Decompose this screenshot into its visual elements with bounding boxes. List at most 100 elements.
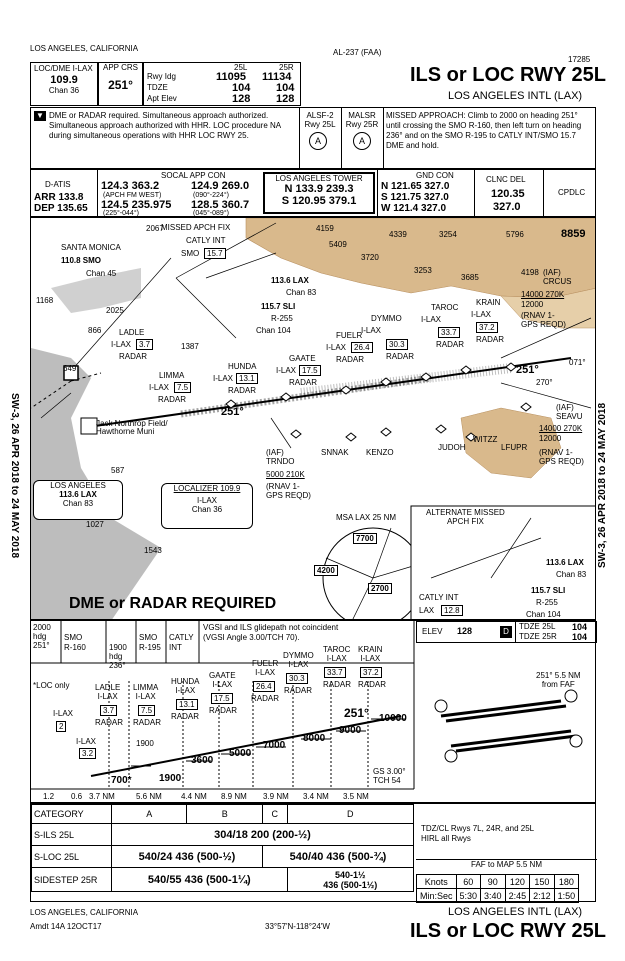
obst-866: 866: [88, 326, 102, 335]
seavu-alt2: 12000: [539, 434, 562, 443]
lax-vor-title: LOS ANGELES: [50, 481, 106, 490]
localizer-id: I-LAX: [196, 496, 217, 505]
min-sloc-label: S-LOC 25L: [31, 845, 112, 868]
prof-krain-radar: RADAR: [358, 680, 387, 689]
socal-freq-4: 128.5 360.7: [191, 199, 250, 211]
iaf-trndo: (IAF) TRNDO: [266, 448, 295, 466]
profile-view: 2000 hdg 251° SMO R-160 1900 hdg 236° SM…: [30, 620, 597, 803]
runway-box: 25L 25R Rwy Idg TDZE Apt Elev 11095 1113…: [143, 62, 301, 106]
fix-judoh: JUDOH: [438, 443, 466, 452]
prof-gaate-dme: 17.5: [211, 693, 233, 704]
fix-witzz: WITZZ: [473, 435, 498, 444]
min-sidestep-d: 540-1½ 436 (500-1½): [286, 867, 415, 892]
min-sloc-cd: 540/40 436 (500-¾): [261, 845, 415, 868]
fix-ladle: LADLE: [119, 328, 145, 337]
smo-chan: Chan 45: [86, 269, 117, 278]
min-h-a: A: [110, 804, 188, 824]
obst-5796: 5796: [506, 230, 524, 239]
obst-3720: 3720: [361, 253, 379, 262]
prof-alt-10000: 10000: [379, 713, 407, 724]
r195-line: [40, 392, 72, 419]
seavu-alt: 14000 270K: [539, 424, 583, 433]
prof-krain: KRAIN I-LAX: [358, 645, 383, 663]
fuelr-ilax: I-LAX: [326, 343, 347, 352]
prof-dymmo-radar: RADAR: [284, 686, 313, 695]
prof-alt-700: 700*: [111, 775, 132, 786]
crcus-rnav: (RNAV 1- GPS REQD): [521, 311, 566, 329]
terrain-shading-3: [460, 407, 562, 479]
prof-limma-radar: RADAR: [133, 718, 162, 727]
prof-limma: LIMMA I-LAX: [133, 683, 159, 701]
spd-m2: 3:40: [480, 888, 506, 903]
prof-ladle-radar: RADAR: [95, 718, 124, 727]
dist-6: 8.9 NM: [221, 792, 247, 801]
dist-2: 0.6: [71, 792, 83, 801]
alt-lax: LAX: [419, 606, 435, 615]
dymmo-dme: 30.3: [386, 339, 408, 350]
socal-sub-3: (090°-224°): [193, 192, 229, 199]
gnd-label: GND CON: [416, 171, 454, 180]
plan-view-graphic: [31, 218, 595, 619]
prof-ladle-dme: 3.7: [100, 705, 118, 716]
socal-freq-1: 124.3 363.2: [101, 180, 160, 192]
tower-box: LOS ANGELES TOWER N 133.9 239.3 S 120.95…: [263, 172, 375, 214]
footer-amdt: Amdt 14A 12OCT17: [30, 922, 102, 931]
smo-r160-line: [70, 257, 172, 372]
taroc-dme: 33.7: [438, 327, 460, 338]
elev-25l: 128: [232, 93, 251, 105]
crcus-alt: 14000 270K: [521, 290, 565, 299]
seavu-track: [500, 382, 592, 409]
min-sils-label: S-ILS 25L: [31, 823, 112, 846]
min-h-c: C: [261, 804, 288, 824]
crs-251-plan: 251°: [516, 364, 539, 376]
prof-ilax: I-LAX: [53, 709, 74, 718]
min-h-d: D: [286, 804, 415, 824]
lax-freq-plan: 113.6 LAX: [271, 276, 309, 285]
crs-270: 270°: [536, 378, 553, 387]
spd-k5: 180: [553, 874, 580, 889]
socal-sub-1: (APCH FM WEST): [103, 192, 162, 199]
msa-label: MSA LAX 25 NM: [336, 513, 397, 522]
obst-1543: 1543: [144, 546, 162, 555]
obst-649: 649: [63, 364, 77, 373]
obst-2025: 2025: [106, 306, 124, 315]
tower-s: S 120.95 379.1: [281, 195, 357, 207]
plan-view: SANTA MONICA 110.8 SMO Chan 45 MISSED AP…: [30, 217, 596, 620]
min-sloc-ab: 540/24 436 (500-½): [111, 845, 263, 868]
side-date-right: SW-3, 26 APR 2018 to 24 MAY 2018: [597, 402, 609, 569]
obst-4339: 4339: [389, 230, 407, 239]
elev-label: ELEV: [422, 627, 443, 636]
alsf-label: ALSF-2 Rwy 25L: [304, 111, 336, 129]
fix-taroc: TAROC: [431, 303, 459, 312]
spd-m3: 2:45: [504, 888, 531, 903]
prof-limma-dme: 7.5: [138, 705, 156, 716]
rwy-idg-label: Rwy Idg: [147, 72, 176, 81]
prof-krain-dme: 37.2: [360, 667, 382, 678]
tdze-25l: 104: [232, 82, 251, 94]
fix-hunda: HUNDA: [228, 362, 257, 371]
datis-label: D-ATIS: [45, 180, 71, 189]
taroc-radar: RADAR: [436, 340, 465, 349]
app-crs-box: APP CRS 251°: [98, 62, 143, 106]
chart-number: 17285: [568, 55, 591, 64]
localizer-chan: Chan 36: [191, 505, 223, 514]
catly-dme: 15.7: [204, 248, 226, 259]
dymmo-ilax: I-LAX: [361, 326, 382, 335]
iaf-crcus: (IAF) CRCUS: [543, 268, 572, 286]
alt-sli-chan: Chan 104: [526, 610, 561, 619]
catly-int: CATLY INT: [186, 236, 226, 245]
alt-lax-chan: Chan 83: [556, 570, 587, 579]
profile-graphic: [31, 621, 591, 790]
obst-587: 587: [111, 466, 125, 475]
trndo-alt: 5000 210K: [266, 470, 305, 479]
footer-coords: 33°57'N-118°24'W: [265, 922, 330, 931]
dist-7: 3.9 NM: [263, 792, 289, 801]
crs-251-plan-2: 251°: [221, 406, 244, 418]
gnd-s: S 121.75 327.0: [381, 192, 449, 203]
prof-fuelr: FUELR I-LAX: [252, 659, 279, 677]
spd-minsec-h: Min:Sec: [416, 888, 457, 903]
caution-icon: ▼: [34, 111, 46, 121]
dymmo-radar: RADAR: [386, 352, 415, 361]
tower-label: LOS ANGELES TOWER: [275, 174, 363, 183]
trndo-track: [270, 417, 292, 449]
